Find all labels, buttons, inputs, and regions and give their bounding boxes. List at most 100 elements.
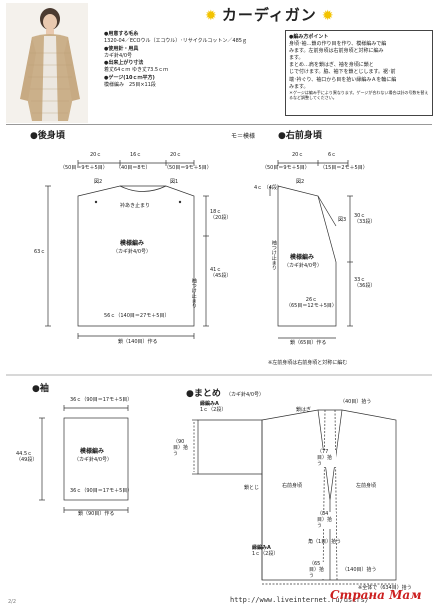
total-pick-label: ※全体で（634目）拾う [358,585,412,591]
rf-fig2-label: 図2 [296,179,305,185]
title-block: ✹ カーディガン ✹ [205,4,334,25]
sleeve-bottom-dim: 36ｃ（90目＝17モ＋5目） [70,488,133,494]
rf-dim-left-sts: （50目＝9モ＋5目） [262,165,310,171]
rf-needle-label: （カギ針4/0号） [284,263,323,269]
pick-65-label: （65目）拾う [308,561,328,580]
rf-side-a-rows: （33段） [354,218,376,225]
back-neckline [119,185,167,192]
watermark-logo: Страна Мам [330,588,422,602]
back-side-b: 41ｃ （45段） [210,267,232,280]
rf-armhole-label: 袖つけ止まり [270,240,277,270]
rf-pattern-label: 模様編み [290,254,315,261]
pick-84-label: （84目）拾う [316,511,336,530]
side-a-rows: （20段） [210,214,232,221]
page-mark: 2/2 [8,599,17,605]
gauge-text: 模様編み 25目×11段 [104,81,156,88]
finished-header: ●出来上がり寸法 [104,60,144,66]
page-title: カーディガン [221,6,317,24]
sleeve-height-dim: 44.5ｃ （49段） [16,451,38,464]
back-fig1-label: 図1 [170,179,179,185]
rf-shoulder-dim: 4ｃ （4段） [254,185,282,192]
chain-join-label: 鎖はぎ [296,407,312,413]
side-b-rows: （45段） [210,272,232,279]
right-front-header: ●右前身頃 [278,131,322,141]
back-pattern-label: 模様編み [120,240,145,247]
top-divider [6,124,432,125]
gauge-header: ●ゲージ(10ｃｍ平方) [104,74,155,81]
rf-side-b-rows: （36段） [354,282,376,289]
finishing-header: ●まとめ [186,389,221,399]
left-front-label: 左前身頃 [356,483,377,489]
back-bottom-dim: 56ｃ（140目＝27モ＋5目） [104,313,170,319]
star-icon: ✹ [321,8,334,24]
tools-text: カギ針4/0号 [104,52,133,59]
pattern-legend: モ＝模様 [231,133,256,140]
sleeve-height-rows: （49段） [16,456,38,463]
back-height-label: 63ｃ [34,249,46,255]
back-body-header: ●後身頃 [30,131,65,141]
pick-90-label: （90目）拾う [172,439,192,458]
pick-40-label: （40目）拾う [340,399,372,405]
sleeve-height-cm: 44.5ｃ [16,451,33,457]
yarn-text: 1320-04／ECOウル（エコウル）･リサイクルコットン／485ｇ [104,38,247,45]
sleeve-needle-label: （カギ針4/0号） [74,457,113,463]
tools-header: ●使用針・用具 [104,45,139,52]
points-line: みます。 [289,83,309,90]
chain-close-label: 鎖とじ [244,485,260,491]
back-needle-label: （カギ針4/0号） [113,249,152,255]
points-line: まとめ…肩を鎖はぎ、袖を身頃に鎖と [289,62,374,69]
rf-dim-right-sts: （15目＝2モ＋5目） [320,165,368,171]
right-front-outline [277,185,337,327]
finishing-needle: （カギ針4/0号） [225,392,265,398]
dim-mid-sts: （40目＝8モ） [116,165,151,171]
sleeve-header: ●袖 [32,384,49,394]
rf-fig3-label: 図3 [338,217,347,223]
pick-140-label: （140目）拾う [342,567,377,573]
edge-a-bottom: 縁編みA 1ｃ（2段） [252,545,279,558]
rf-bottom-cm: 26ｃ [305,297,318,303]
rf-shoulder-rows: （4段） [263,185,282,191]
rf-bottom-sts: （65目＝12モ＋5目） [286,302,337,309]
back-side-a: 18ｃ （20段） [210,209,232,222]
dim-left-sts: （50目＝9モ＋5目） [60,165,108,171]
points-line: 身頃･袖…鎖の作り目を作り、模様編みで編 [289,41,387,48]
star-icon: ✹ [205,8,217,24]
rf-dim-right-cm: 6ｃ [328,152,337,158]
edge-a-width: 1ｃ（2段） [200,406,227,413]
dim-right-sts: （50目＝9モ＋5目） [164,165,212,171]
finished-text: 着丈64ｃｍ ゆき丈73.5ｃｍ [104,67,169,74]
rf-chain-label: 鎖（65目）作る [290,340,327,346]
rf-mirror-note: ※左前身頃は右前身頃と対称に編む [268,360,348,366]
edge-b-width: 1ｃ（2段） [252,550,279,557]
footer-url: http://www.liveinternet.ru/users/ [230,596,370,604]
edge-a-top: 縁編みA 1ｃ（2段） [200,401,227,414]
corner-label: 角（1目）拾う [308,539,342,545]
rf-dim-left-cm: 20ｃ [292,152,304,158]
points-line: みます。左前身頃は右前身頃と対称に編み [289,48,384,55]
model-photo [6,3,88,123]
sleeve-assembled [197,419,263,475]
rf-side-a: 30ｃ （33段） [354,213,376,226]
right-front-label: 右前身頃 [282,483,303,489]
points-line: じで付けます。脇、袖下を鎖とじします。裾･前 [289,69,396,76]
points-line: 端･衿ぐり、袖口から目を拾い縁編みＡを輪に編 [289,76,397,83]
rf-shoulder-cm: 4ｃ [254,185,263,191]
sleeve-pattern-label: 模様編み [80,448,105,455]
yarn-header: ●用意する毛糸 [104,31,139,37]
rf-bottom-dim: 26ｃ （65目＝12モ＋5目） [286,297,337,310]
back-fig2-label: 図2 [94,179,103,185]
materials: ●用意する毛糸 1320-04／ECOウル（エコウル）･リサイクルコットン／48… [104,31,247,89]
knitting-points: ●編み方ポイント 身頃･袖…鎖の作り目を作り、模様編みで編 みます。左前身頃は右… [285,30,433,116]
finishing-header-block: ●まとめ （カギ針4/0号） [186,381,264,400]
edge-a-label: 縁編みA [200,401,219,407]
neck-stop-label: 衿あき止まり [120,203,151,209]
watermark-text: Страна Мам [330,588,422,602]
side-b-cm: 41ｃ [210,267,222,273]
sleeve-outline [63,417,129,501]
edge-b-label: 縁編みA [252,545,271,551]
side-a-cm: 18ｃ [210,209,222,215]
dim-left-cm: 20ｃ [90,152,102,158]
points-line: ます。 [289,55,304,62]
back-chain-label: 鎖（140目）作る [118,339,158,345]
